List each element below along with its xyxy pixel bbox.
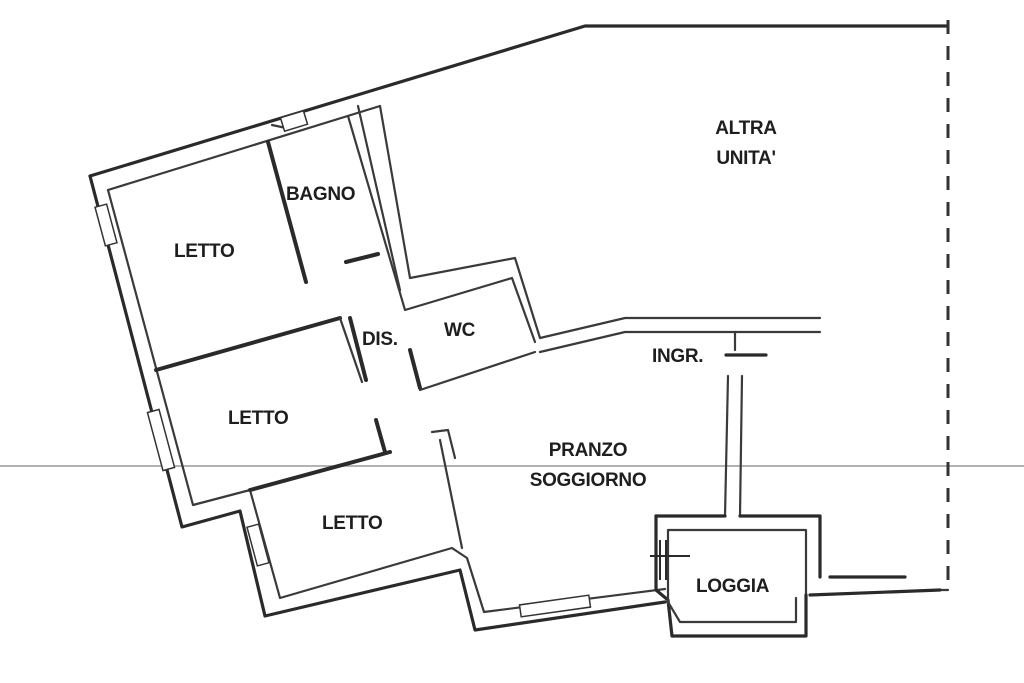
label-pranzo: PRANZO <box>549 440 627 461</box>
room-labels: ALTRA UNITA' BAGNO LETTO DIS. WC INGR. L… <box>174 118 778 597</box>
label-wc: WC <box>444 320 476 341</box>
label-unita: UNITA' <box>716 148 775 169</box>
label-letto-3: LETTO <box>322 513 382 534</box>
internal-walls <box>154 123 768 550</box>
label-soggiorno: SOGGIORNO <box>530 470 647 491</box>
label-letto-2: LETTO <box>228 408 288 429</box>
label-letto-1: LETTO <box>174 241 234 262</box>
label-loggia: LOGGIA <box>696 576 770 597</box>
label-ingr: INGR. <box>652 346 703 367</box>
label-bagno: BAGNO <box>286 184 355 205</box>
loggia-walls <box>650 514 822 638</box>
label-dis: DIS. <box>362 329 398 350</box>
outer-walls <box>88 24 950 632</box>
unit-boundary <box>808 20 950 597</box>
windows <box>94 109 592 618</box>
label-altra: ALTRA <box>715 118 777 139</box>
